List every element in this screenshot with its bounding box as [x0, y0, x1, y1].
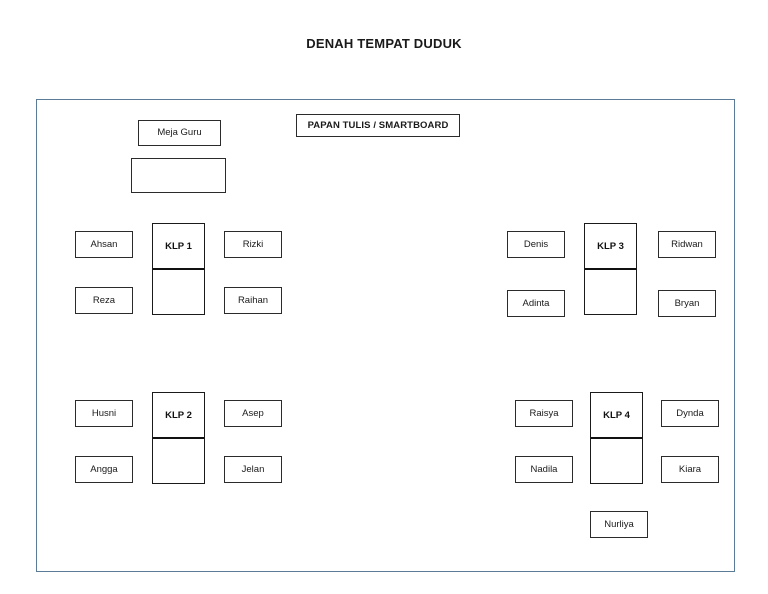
whiteboard-box: PAPAN TULIS / SMARTBOARD [296, 114, 460, 137]
seat-klp1-bottom-left: Reza [75, 287, 133, 314]
seat-klp4-bottom-right: Kiara [661, 456, 719, 483]
seat-klp3-top-left: Denis [507, 231, 565, 258]
seat-klp3-bottom-left: Adinta [507, 290, 565, 317]
seat-klp4-top-left: Raisya [515, 400, 573, 427]
group-empty-cell-klp3 [585, 270, 636, 314]
group-empty-cell-klp2 [153, 439, 204, 483]
group-empty-cell-klp1 [153, 270, 204, 314]
seat-klp1-top-right: Rizki [224, 231, 282, 258]
seat-klp2-bottom-left: Angga [75, 456, 133, 483]
group-label-klp4: KLP 4 [591, 393, 642, 439]
group-empty-cell-klp4 [591, 439, 642, 483]
group-label-klp1: KLP 1 [153, 224, 204, 270]
seat-klp4-bottom-left: Nadila [515, 456, 573, 483]
seat-klp1-bottom-right: Raihan [224, 287, 282, 314]
group-label-klp3: KLP 3 [585, 224, 636, 270]
teacher-desk-empty-box [131, 158, 226, 193]
seat-klp3-bottom-right: Bryan [658, 290, 716, 317]
seat-klp4-extra-below: Nurliya [590, 511, 648, 538]
group-table-klp3: KLP 3 [584, 223, 637, 315]
seat-klp4-top-right: Dynda [661, 400, 719, 427]
seat-klp3-top-right: Ridwan [658, 231, 716, 258]
group-table-klp2: KLP 2 [152, 392, 205, 484]
seat-klp2-top-right: Asep [224, 400, 282, 427]
seat-klp2-bottom-right: Jelan [224, 456, 282, 483]
seat-klp2-top-left: Husni [75, 400, 133, 427]
teacher-desk-box: Meja Guru [138, 120, 221, 146]
page-title: DENAH TEMPAT DUDUK [306, 36, 462, 51]
group-table-klp1: KLP 1 [152, 223, 205, 315]
seating-chart-frame: Meja Guru PAPAN TULIS / SMARTBOARD Ahsan… [36, 99, 735, 572]
group-label-klp2: KLP 2 [153, 393, 204, 439]
group-table-klp4: KLP 4 [590, 392, 643, 484]
seat-klp1-top-left: Ahsan [75, 231, 133, 258]
